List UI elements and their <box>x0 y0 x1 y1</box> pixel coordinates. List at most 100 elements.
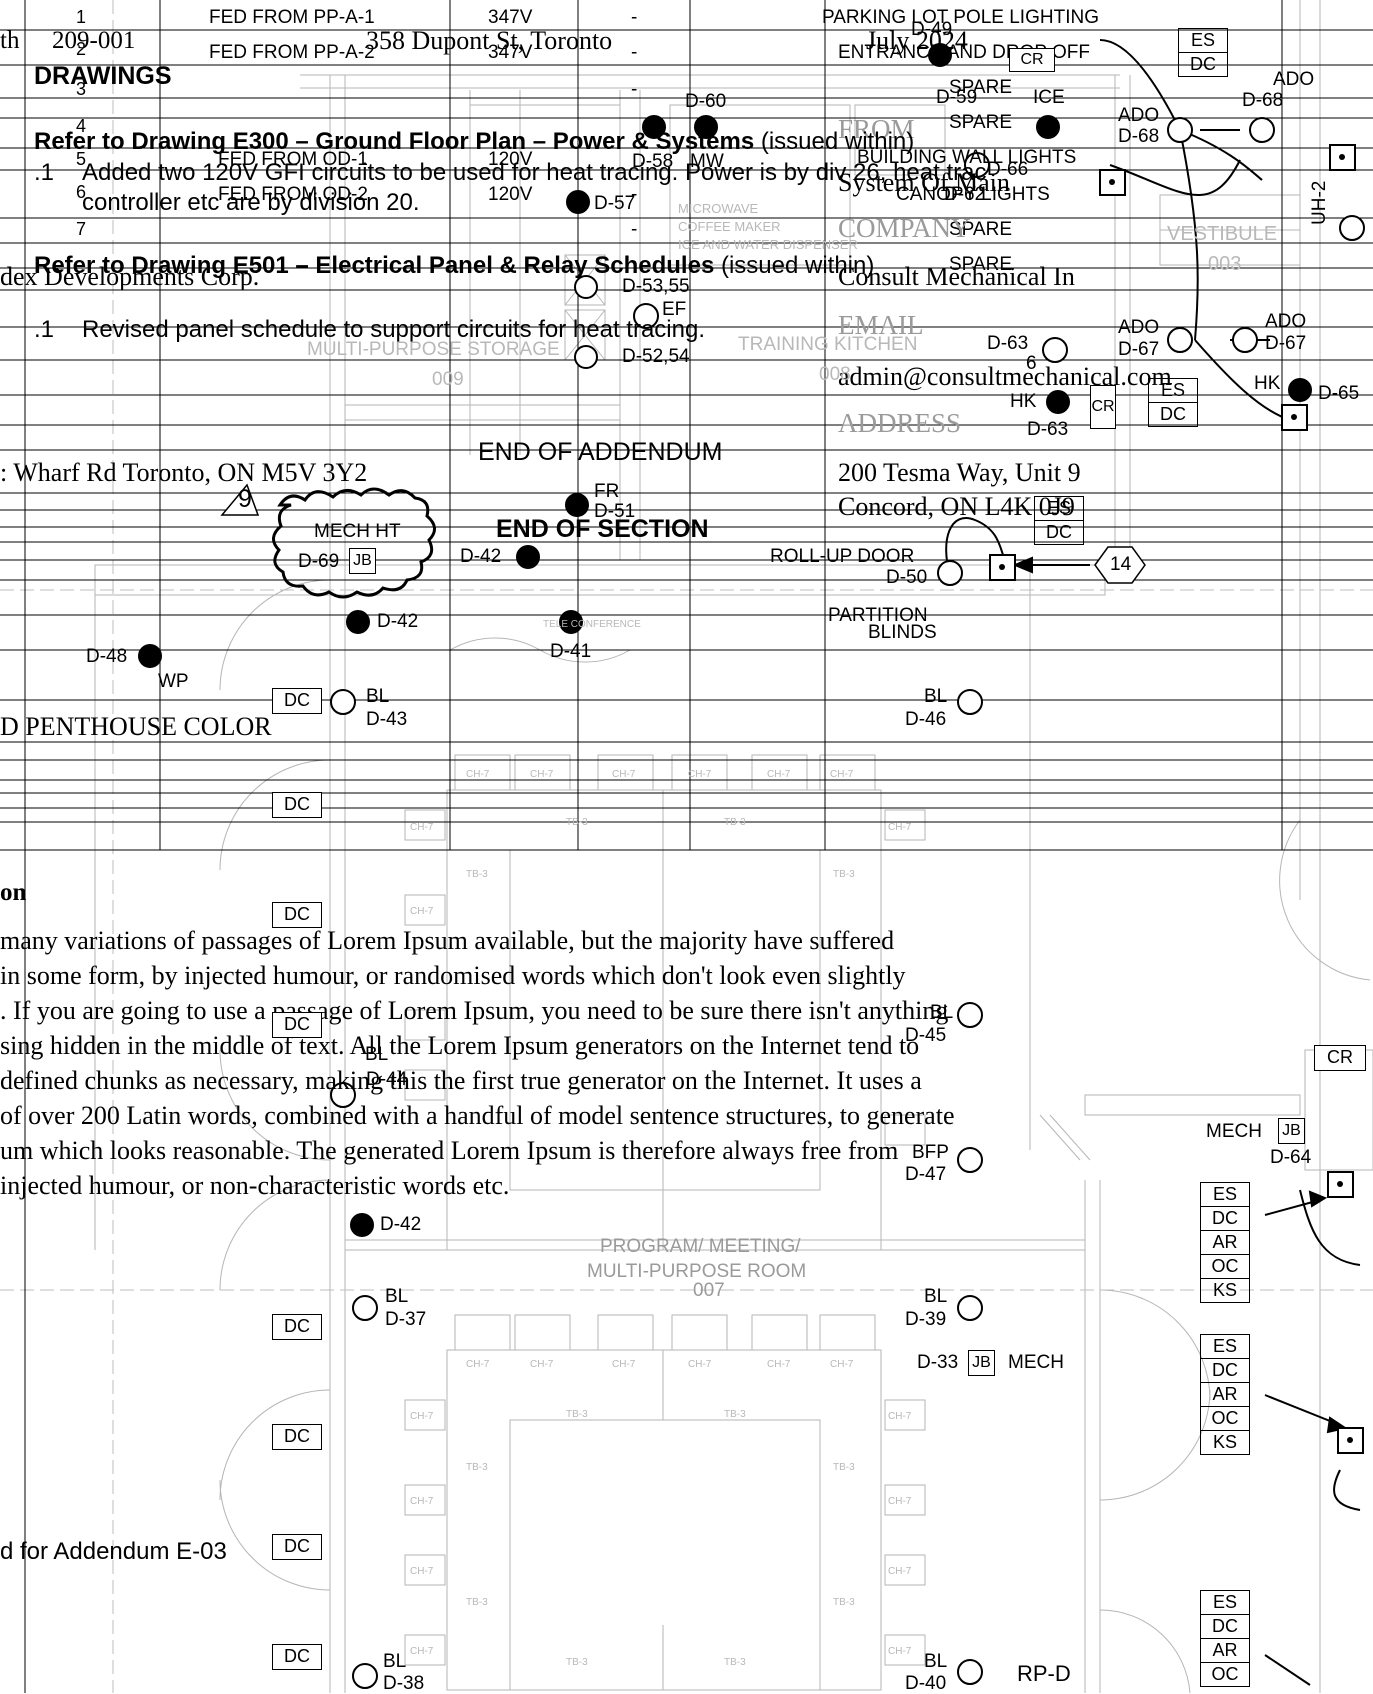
bl-d46-symbol <box>957 689 983 715</box>
label-bl-d39: BL <box>924 1286 948 1307</box>
es-label: ES <box>1201 1335 1249 1359</box>
from-label: FROM <box>838 114 915 144</box>
email-label: EMAIL <box>838 310 924 340</box>
label-mech-d64: MECH <box>1206 1121 1262 1142</box>
item2-suffix: (issued within) <box>720 252 875 279</box>
label-d66: D-66 <box>987 159 1029 180</box>
label-d65: D-65 <box>1318 383 1360 404</box>
row-number-2: 2 <box>76 39 87 59</box>
rollup-control-box <box>989 554 1016 581</box>
dc-box-8: DC <box>272 1644 322 1670</box>
row-number-4: 4 <box>76 116 87 136</box>
label-d67-a: D-67 <box>1118 339 1160 360</box>
chair-tag: CH-7 <box>888 822 912 833</box>
dc-box-5: DC <box>272 1314 322 1340</box>
bl-d37-symbol <box>352 1295 378 1321</box>
addendum-footer-note: d for Addendum E-03 <box>0 1538 227 1565</box>
receptacle-d42b-symbol <box>346 610 370 634</box>
table-tag: TB-3 <box>566 1657 588 1668</box>
room-mech-ht: MECH HT <box>314 521 401 542</box>
bl-d40-symbol <box>957 1659 983 1685</box>
chair-tag: CH-7 <box>888 1496 912 1507</box>
oc-label: OC <box>1201 1255 1249 1279</box>
label-uh2: UH-2 <box>1309 180 1330 225</box>
voltage-1: 347V <box>488 7 533 28</box>
chair-tag: CH-7 <box>410 1566 434 1577</box>
label-d39: D-39 <box>905 1309 947 1330</box>
table-tag: TB-3 <box>724 817 746 828</box>
label-hk: HK <box>1010 391 1037 412</box>
item2-title-bold: Refer to Drawing E501 – Electrical Panel… <box>34 252 715 279</box>
ks-label: KS <box>1212 1280 1237 1300</box>
appliance-coffee-maker: COFFEE MAKER <box>678 219 781 234</box>
label-d38: D-38 <box>383 1673 425 1694</box>
es-label: ES <box>1201 1591 1249 1615</box>
junction-box-d33: JB <box>968 1350 995 1376</box>
load-spare-2: SPARE <box>949 112 1013 133</box>
chair-tag: CH-7 <box>688 1359 712 1370</box>
project-number: 209-001 <box>52 27 136 54</box>
chair-tag: CH-7 <box>767 1359 791 1370</box>
drawings-heading: DRAWINGS <box>34 62 172 90</box>
label-bl-d43: BL <box>366 686 390 707</box>
receptacle-mw-symbol <box>694 115 718 139</box>
label-blinds: BLINDS <box>868 622 937 643</box>
dc-box-4: DC <box>272 1012 322 1038</box>
receptacle-d42-symbol <box>516 545 540 569</box>
penthouse-color-fragment: D PENTHOUSE COLOR <box>0 712 272 741</box>
label-d68-a: D-68 <box>1118 126 1160 147</box>
receptacle-d42c-symbol <box>350 1213 374 1237</box>
table-tag: TB-3 <box>466 869 488 880</box>
es-label: ES <box>1149 379 1197 403</box>
bl-d45-symbol <box>957 1002 983 1028</box>
label-d67-b: D-67 <box>1265 333 1307 354</box>
chair-tag: CH-7 <box>612 1359 636 1370</box>
chair-tag: CH-7 <box>410 1411 434 1422</box>
table-tag: TB-3 <box>566 1409 588 1420</box>
bfp-d47-symbol <box>957 1147 983 1173</box>
label-d41: D-41 <box>550 641 592 662</box>
receptacle-d51-symbol <box>565 493 589 517</box>
label-d48: D-48 <box>86 646 128 667</box>
label-wp: WP <box>158 671 189 692</box>
chair-tag: CH-7 <box>888 1566 912 1577</box>
es-label: ES <box>1201 1183 1249 1207</box>
room-storage-number: 009 <box>432 369 464 390</box>
lorem-line-1: many variations of passages of Lorem Ips… <box>0 926 895 955</box>
chair-tag: CH-7 <box>466 1359 490 1370</box>
room-vestibule: VESTIBULE <box>1167 223 1278 245</box>
chair-tag: CH-7 <box>688 769 712 780</box>
label-d44: D-44 <box>366 1069 408 1090</box>
table-tag: TB-3 <box>833 869 855 880</box>
es-dc-stack-door: ES DC <box>1034 496 1084 545</box>
client-address-fragment: : Wharf Rd Toronto, ON M5V 3Y2 <box>0 458 368 487</box>
chair-tag: CH-7 <box>830 769 854 780</box>
cr-box-top: CR <box>1009 48 1055 72</box>
label-mech-d33: MECH <box>1008 1352 1064 1373</box>
row-number-1: 1 <box>76 7 87 27</box>
company-label: COMPANY <box>838 213 971 243</box>
label-d53: D-53,55 <box>622 276 690 297</box>
dc-box-7: DC <box>272 1534 322 1560</box>
right-control-box-4 <box>1337 1427 1364 1454</box>
label-d59: D-59 <box>936 87 978 108</box>
dc-label: DC <box>1190 54 1216 74</box>
right-control-box-2 <box>1281 404 1308 431</box>
label-bl-d46: BL <box>924 686 948 707</box>
lorem-line-2: in some form, by injected humour, or ran… <box>0 961 906 990</box>
address-line-2: Concord, ON L4K 0J9 <box>838 492 1075 521</box>
label-d42-a: D-42 <box>460 546 502 567</box>
label-partition: PARTITION <box>828 605 928 626</box>
dc-label: DC <box>1046 522 1072 542</box>
label-bl-d40: BL <box>924 1651 948 1672</box>
uh2-symbol <box>1339 215 1365 241</box>
receptacle-d57-symbol <box>566 190 590 214</box>
appliance-ice-water: ICE AND WATER DISPENSER <box>678 237 858 252</box>
es-dc-ar-oc-ks-stack-1: ES DC AR OC KS <box>1200 1182 1250 1303</box>
receptacle-d60-symbol <box>642 115 666 139</box>
lorem-line-5: defined chunks as necessary, making this… <box>0 1066 922 1095</box>
cr-box-mid: CR <box>1090 385 1116 429</box>
label-ice: ICE <box>1033 87 1065 108</box>
lorem-line-7: um which looks reasonable. The generated… <box>0 1136 899 1165</box>
